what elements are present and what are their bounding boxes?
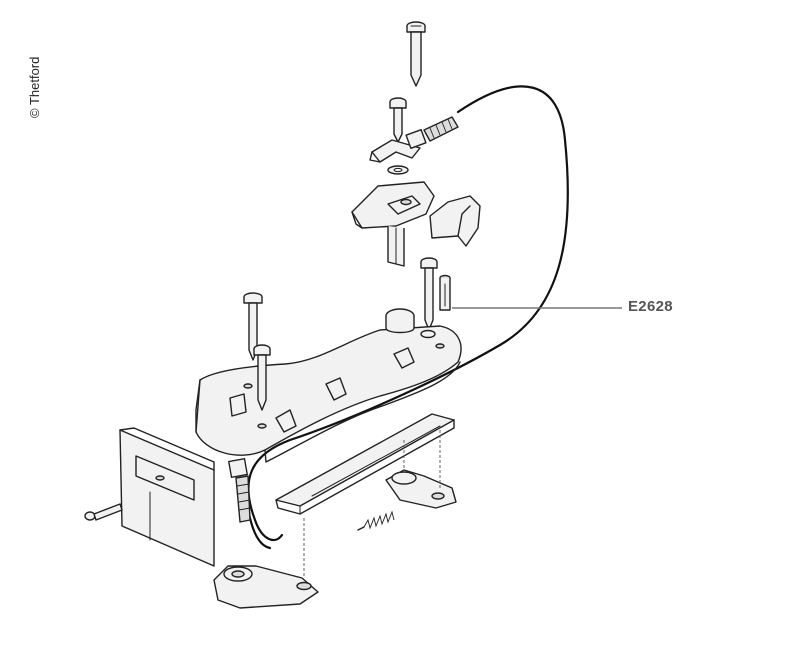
- middle-screw-right: [420, 257, 438, 331]
- lower-sensor-connector: [228, 458, 251, 523]
- left-mount-foot: [213, 565, 319, 609]
- upper-small-screw: [389, 97, 407, 143]
- left-shield-plate: [119, 427, 215, 567]
- spring: [357, 510, 395, 531]
- part-number-label: E2628: [628, 298, 673, 315]
- main-base-plate: [195, 308, 462, 463]
- cable-clip-bracket: [369, 139, 421, 163]
- right-mount-foot: [385, 469, 457, 509]
- left-small-screw: [84, 503, 123, 521]
- top-long-screw: [406, 21, 426, 87]
- cable-connector: [405, 116, 459, 150]
- copyright-text: © Thetford: [27, 56, 42, 118]
- base-screw: [253, 344, 271, 411]
- sensor-housing: [351, 181, 435, 267]
- side-cap: [429, 195, 481, 247]
- sensor-cable: [247, 85, 569, 542]
- guide-rail: [275, 413, 455, 515]
- pin-e2628: [439, 274, 451, 311]
- washer: [387, 165, 409, 175]
